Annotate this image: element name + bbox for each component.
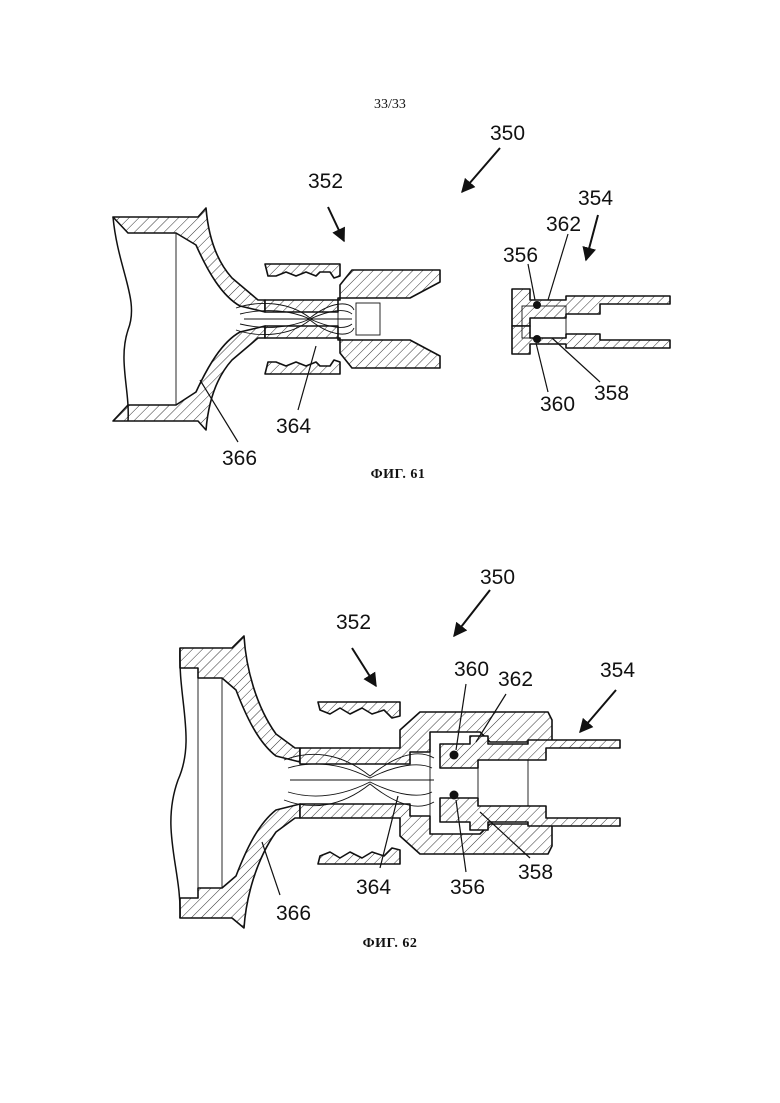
fig61-label-364: 364 [276,415,311,438]
funnel-body [171,636,300,928]
fig62-label-360: 360 [454,658,489,681]
fig61-label-354: 354 [578,187,613,210]
figure-61: 350 352 354 362 356 358 360 364 366 ФИГ.… [113,122,670,482]
fig62-label-352: 352 [336,611,371,634]
fig61-caption: ФИГ. 61 [371,467,426,482]
fig62-label-354: 354 [600,659,635,682]
fig61-label-358: 358 [594,382,629,405]
fig61-label-362: 362 [546,213,581,236]
fig62-label-356: 356 [450,876,485,899]
o-ring-upper [450,751,459,760]
fig62-caption: ФИГ. 62 [363,936,418,951]
arrow-350 [454,590,490,636]
fig61-label-360: 360 [540,393,575,416]
o-ring-lower [533,335,541,343]
o-ring-lower [450,791,459,800]
figure-62: 350 352 354 360 362 364 356 358 366 ФИГ.… [171,566,635,951]
arrow-352 [328,207,344,241]
fig62-label-364: 364 [356,876,391,899]
first-connector-body [300,702,552,864]
arrow-352 [352,648,376,686]
o-ring-upper [533,301,541,309]
fig61-label-350: 350 [490,122,525,145]
arrow-354 [580,690,616,732]
fig61-label-352: 352 [308,170,343,193]
fig62-label-350: 350 [480,566,515,589]
arrow-350 [462,148,500,192]
page-number: 33/33 [374,97,406,112]
fig62-label-362: 362 [498,668,533,691]
fig61-label-356: 356 [503,244,538,267]
fig61-label-366: 366 [222,447,257,470]
second-connector-body [440,736,620,830]
fig62-label-366: 366 [276,902,311,925]
arrow-354 [586,215,598,260]
fig62-label-358: 358 [518,861,553,884]
funnel-body [113,208,265,430]
